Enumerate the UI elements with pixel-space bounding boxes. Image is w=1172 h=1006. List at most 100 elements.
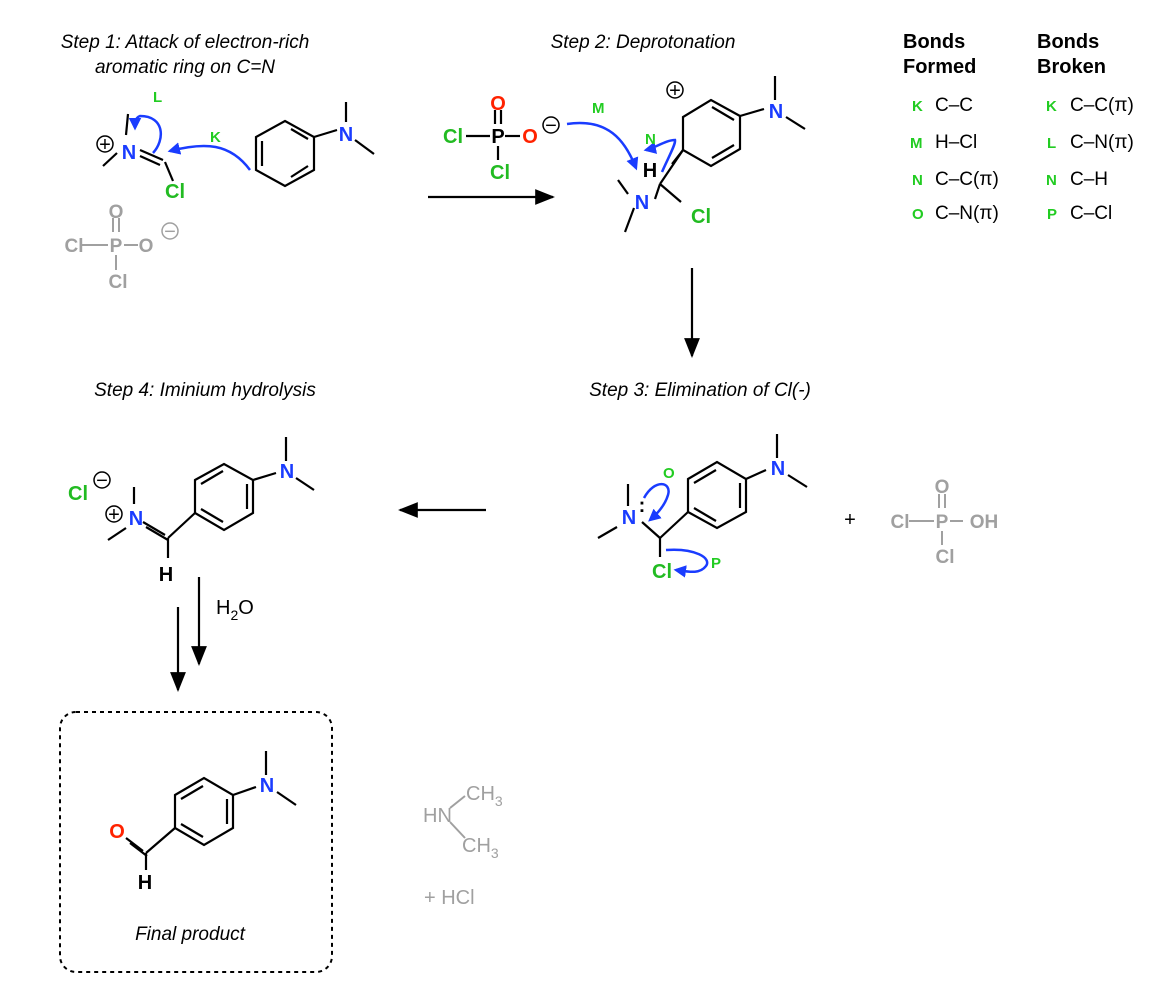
step4-caption: Step 4: Iminium hydrolysis [94,380,316,401]
step1-caption: Step 1: Attack of electron-rich [61,32,310,53]
step4-iminium [107,437,315,558]
atom-p: P [491,126,504,148]
atom-n: N [129,508,143,530]
negative-charge [93,471,111,489]
step1-aniline [254,102,375,188]
atom-cl: Cl [109,272,128,293]
step3-caption: Step 3: Elimination of Cl(-) [589,380,811,401]
final-product-caption: Final product [135,924,246,945]
arrow-p [665,548,709,578]
label-k: K [210,129,221,146]
charge-plus: + [108,504,120,526]
broken-bond-l: C–N(π) [1070,132,1134,153]
arrow-k [167,142,252,171]
broken-key-n: N [1046,172,1057,189]
atom-oh: OH [970,512,999,533]
atom-cl: Cl [652,561,672,583]
atom-cl: Cl [490,162,510,184]
atom-h: H [159,564,173,586]
formed-key-k: K [912,98,923,115]
final-product-box [59,711,333,973]
formed-key-n: N [912,172,923,189]
label-o: O [663,465,675,482]
atom-n: N [260,775,274,797]
atom-o: O [109,202,124,223]
bonds-formed-header: Formed [903,56,976,78]
broken-key-l: L [1047,135,1056,152]
arrow-n [643,138,677,173]
byproduct-hcl: + HCl [424,887,475,909]
charge-minus: − [164,221,176,243]
positive-charge [666,81,684,99]
dimethylamine-ch3: CH3 [466,783,503,809]
atom-p: P [110,236,123,257]
step2-dichlorophosphate [466,110,520,160]
step1-iminium [102,113,175,182]
charge-minus: − [96,470,108,492]
formed-bond-k: C–C [935,95,973,116]
reagent-water: H2O [216,597,254,623]
atom-cl: Cl [691,206,711,228]
atom-o: O [139,236,154,257]
atom-n: N [280,461,294,483]
plus-sign: + [844,509,856,531]
formed-bond-n: C–C(π) [935,169,999,190]
label-l: L [153,89,162,106]
step3-intermediate [597,434,808,557]
negative-charge [542,116,560,134]
atom-cl: Cl [891,512,910,533]
atom-p: P [936,512,949,533]
label-m: M [592,100,605,117]
step3-dichlorophosphoric-acid [909,494,963,545]
broken-key-k: K [1046,98,1057,115]
formed-bond-o: C–N(π) [935,203,999,224]
label-p: P [711,555,721,572]
arrow-m [566,121,639,171]
broken-key-p: P [1047,206,1057,223]
atom-cl: Cl [936,547,955,568]
formed-key-o: O [912,206,924,223]
atom-cl: Cl [68,483,88,505]
atom-o: O [490,93,506,115]
atom-n: N [769,101,783,123]
bonds-broken-header: Broken [1037,56,1106,78]
negative-charge [161,222,179,240]
atom-cl: Cl [443,126,463,148]
atom-h: H [138,872,152,894]
atom-o: O [935,477,950,498]
label-n: N [645,131,656,148]
broken-bond-n: C–H [1070,169,1108,190]
arrow-o [642,482,670,522]
atom-n: N [339,124,353,146]
formed-key-m: M [910,135,923,152]
arrow-l [128,114,162,154]
broken-bond-k: C–C(π) [1070,95,1134,116]
step2-caption: Step 2: Deprotonation [551,32,736,53]
formed-bond-m: H–Cl [935,132,977,153]
bonds-broken-header: Bonds [1037,31,1099,53]
atom-cl: Cl [165,181,185,203]
lone-pair: : [639,495,646,517]
bonds-table: Bonds Formed Bonds Broken K C–C M H–Cl N… [903,31,1134,224]
atom-h: H [643,160,657,182]
bonds-formed-header: Bonds [903,31,965,53]
charge-minus: − [545,115,557,137]
dimethylamine [449,795,466,839]
atom-o: O [109,821,125,843]
atom-n: N [771,458,785,480]
atom-n: N [622,507,636,529]
atom-n: N [122,142,136,164]
step1-caption: aromatic ring on C=N [95,57,275,78]
step1-dichlorophosphate [82,218,138,270]
final-product-structure [125,751,297,870]
dimethylamine-hn: HN [423,805,452,827]
atom-o: O [522,126,538,148]
atom-n: N [635,192,649,214]
broken-bond-p: C–Cl [1070,203,1112,224]
dimethylamine-ch3: CH3 [462,835,499,861]
atom-cl: Cl [65,236,84,257]
step2-sigma-complex [617,76,806,233]
charge-plus: + [99,134,111,156]
positive-charge [96,135,114,153]
